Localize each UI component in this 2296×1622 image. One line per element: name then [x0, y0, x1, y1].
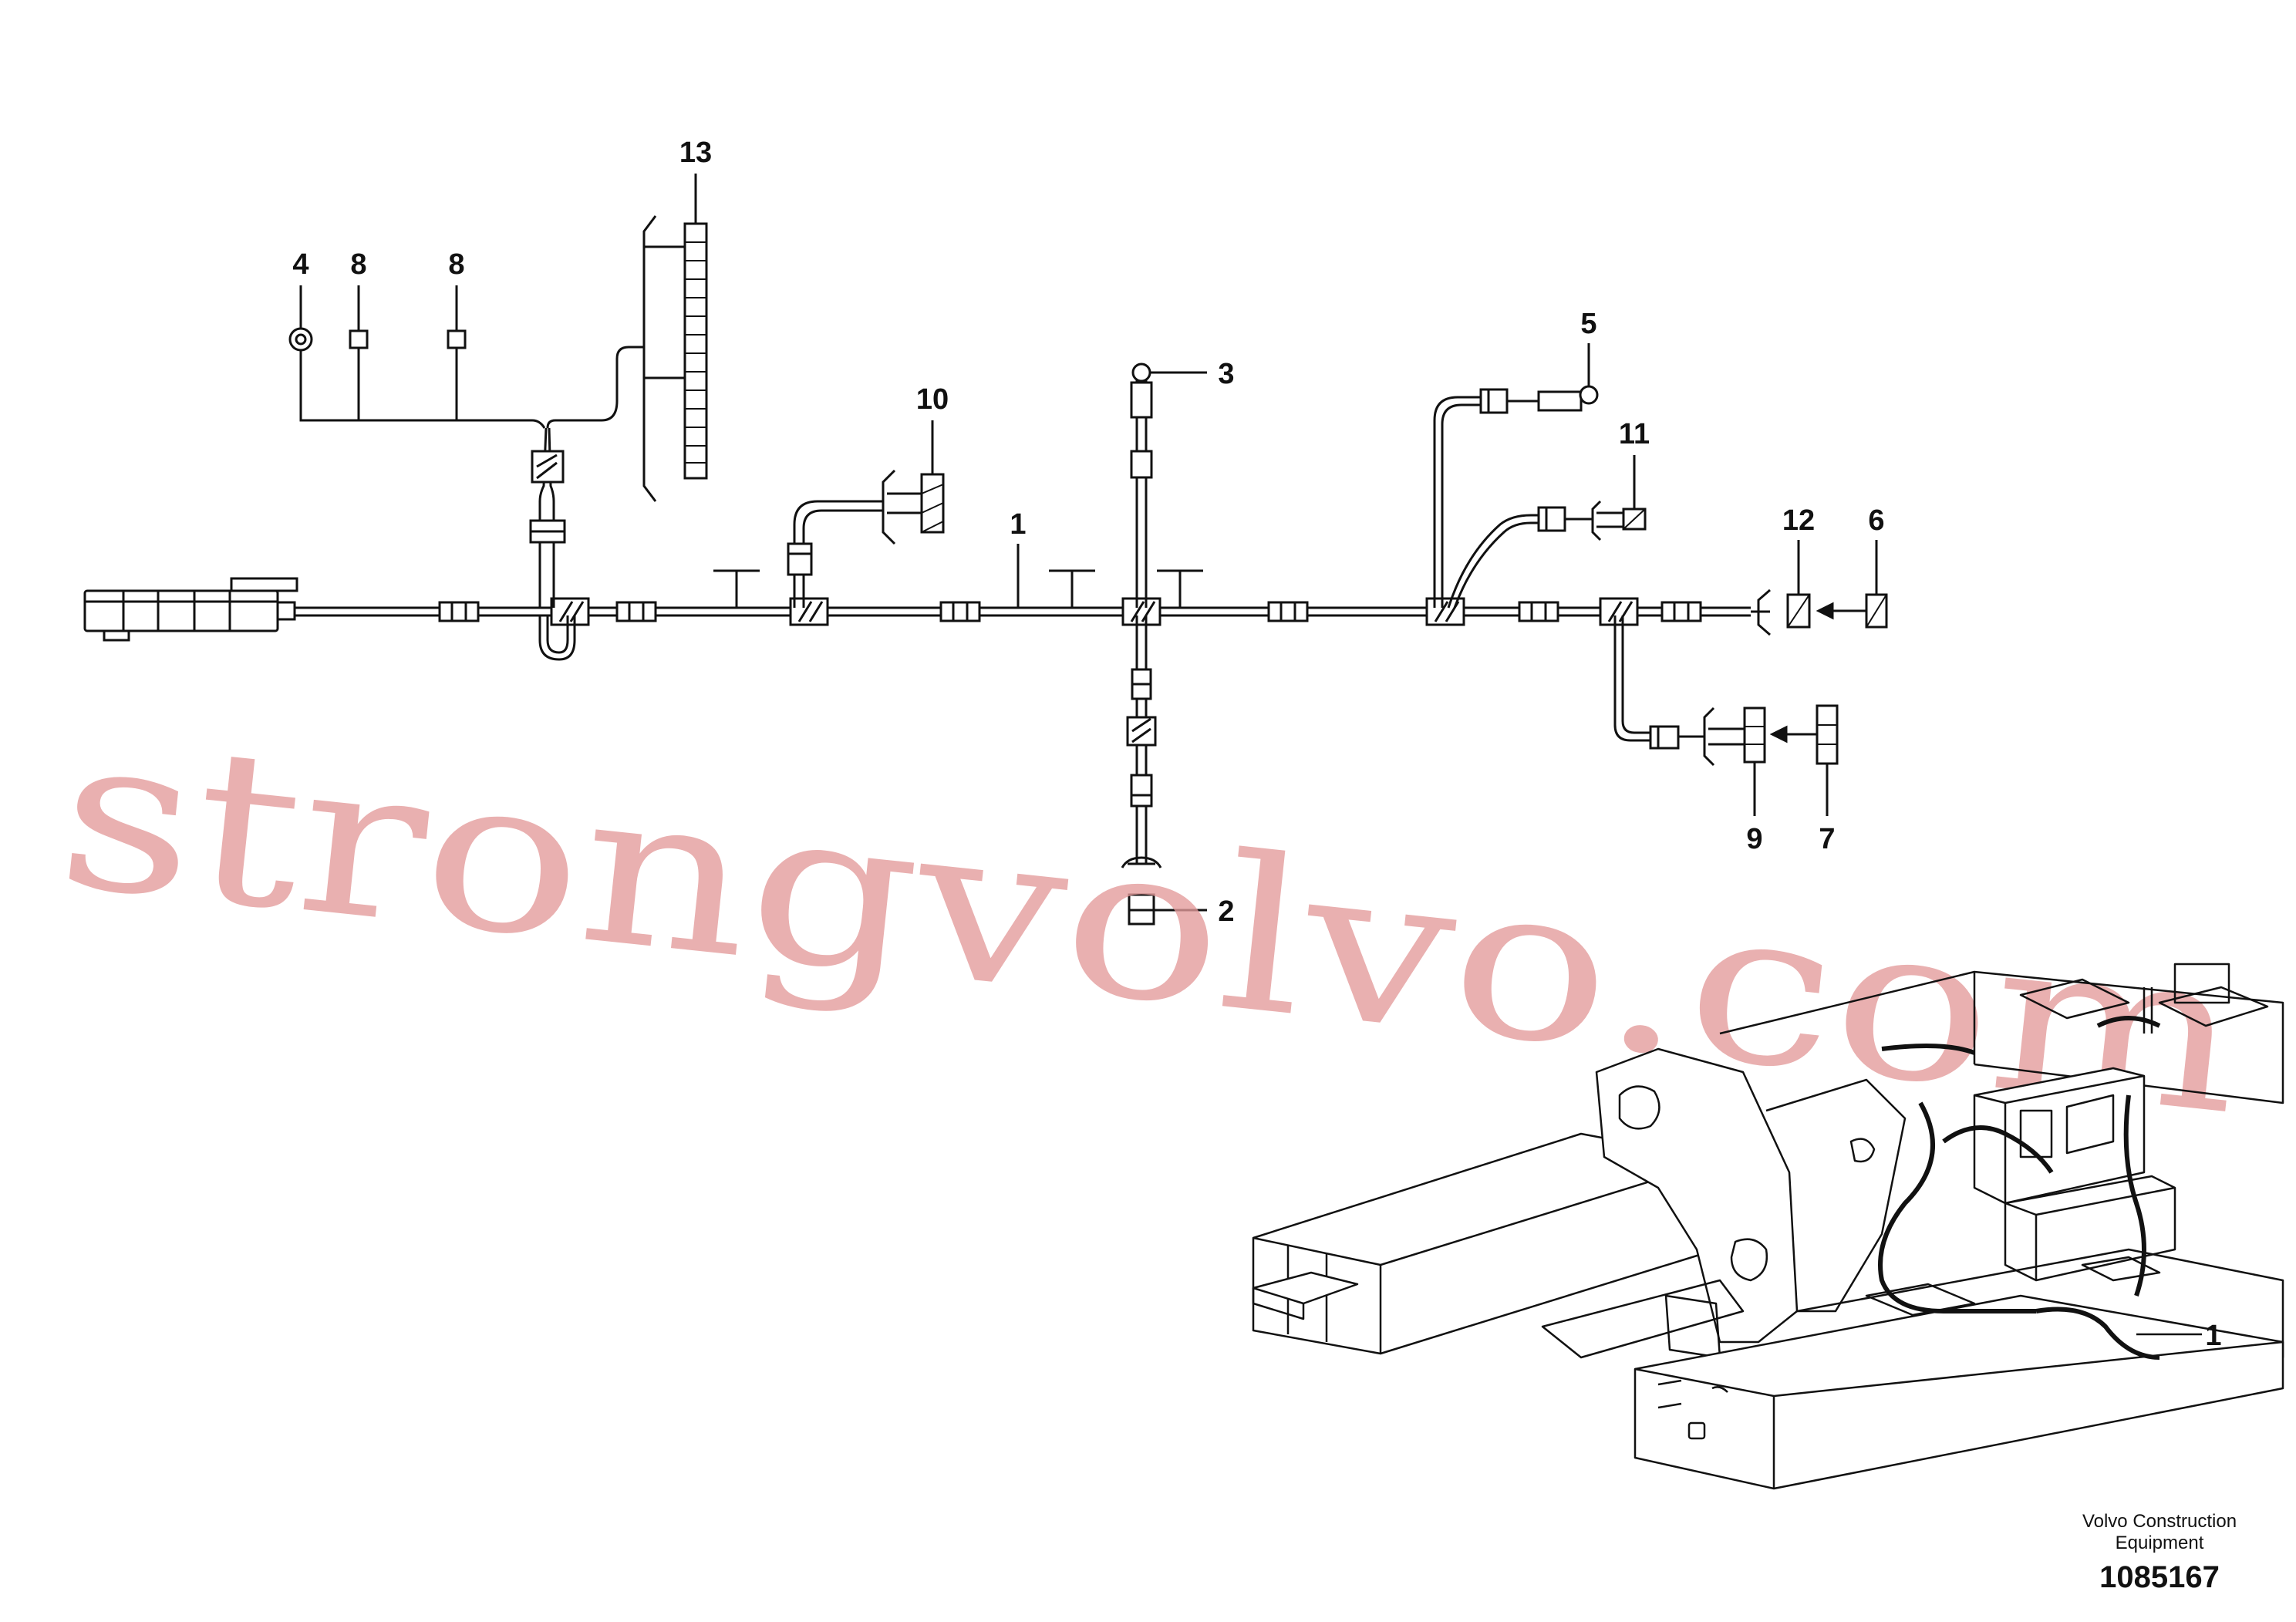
connector-7-icon [1816, 704, 1839, 816]
cable-ties [550, 597, 1639, 626]
connector-2-icon [1121, 668, 1207, 926]
connector-11-icon [1537, 455, 1647, 541]
connector-13-icon [642, 174, 708, 502]
callout-8a: 8 [350, 248, 366, 281]
connector-4-icon [288, 285, 313, 352]
inset-machine-illustration [1252, 963, 2284, 1490]
connector-5-icon [1479, 343, 1599, 414]
connector-8a-icon [349, 285, 369, 349]
branch-9-7 [1613, 615, 1650, 742]
connector-12-icon [1757, 540, 1811, 636]
connector-9-icon [1649, 706, 1766, 816]
callout-3: 3 [1218, 358, 1234, 390]
branch-10 [793, 500, 883, 608]
connector-8b-icon [447, 285, 467, 349]
callout-5: 5 [1580, 308, 1596, 340]
branch-5-11 [1433, 396, 1539, 609]
callout-labels: 13 4 8 8 10 3 5 11 1 12 6 9 7 2 1 [292, 137, 2221, 1352]
callout-10: 10 [916, 383, 949, 416]
connector-10-icon [787, 420, 945, 576]
left-branch [299, 339, 644, 661]
mating-arrow-12-6 [1816, 602, 1866, 620]
mating-arrow-9-7 [1769, 725, 1817, 744]
left-branch-sleeves [529, 450, 566, 544]
main-harness [293, 606, 1770, 617]
callout-7: 7 [1819, 823, 1835, 855]
callout-6: 6 [1868, 504, 1884, 537]
callout-1: 1 [1010, 508, 1026, 541]
callout-9: 9 [1746, 823, 1762, 855]
part-number: 1085167 [2099, 1560, 2220, 1594]
callout-4: 4 [292, 248, 308, 281]
caption-line-1: Volvo Construction [2082, 1511, 2237, 1532]
watermark-text: strongvolvo.com [49, 687, 2253, 1162]
main-connector-block [83, 577, 298, 642]
callout-8b: 8 [448, 248, 464, 281]
callout-1-inset: 1 [2205, 1320, 2221, 1352]
trunk-sleeves [438, 601, 1702, 622]
caption-block: Volvo Construction Equipment 1085167 [2082, 1511, 2237, 1594]
callout-13: 13 [679, 137, 712, 169]
connector-3-icon [1130, 363, 1207, 479]
callout-2: 2 [1218, 895, 1234, 928]
t-clips [713, 569, 1203, 608]
caption-line-2: Equipment [2116, 1533, 2204, 1553]
connector-6-icon [1865, 540, 1888, 629]
callout-11: 11 [1619, 418, 1650, 450]
callout-12: 12 [1782, 504, 1815, 537]
